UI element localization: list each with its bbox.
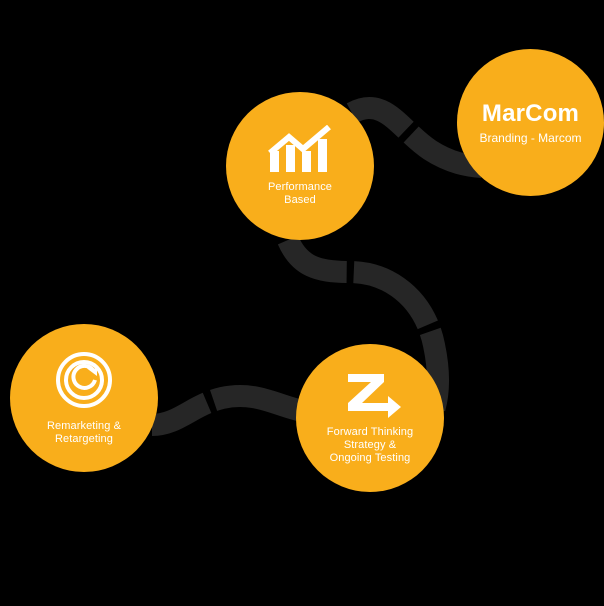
node-performance-based[interactable]: Performance Based bbox=[226, 92, 374, 240]
node-remarketing-retargeting[interactable]: Remarketing & Retargeting bbox=[10, 324, 158, 472]
connector-remarketing-to-forward bbox=[151, 385, 310, 436]
node-forward-thinking[interactable]: Forward Thinking Strategy & Ongoing Test… bbox=[296, 344, 444, 492]
connector-performance-to-marcom bbox=[346, 97, 483, 178]
z-arrow-icon bbox=[338, 372, 402, 418]
bar-chart-growth-icon bbox=[267, 124, 333, 173]
node-forward-thinking-label: Forward Thinking Strategy & Ongoing Test… bbox=[326, 425, 414, 464]
node-marcom[interactable]: MarCom Branding - Marcom bbox=[457, 49, 604, 196]
node-performance-based-label: Performance Based bbox=[267, 181, 333, 206]
node-marcom-title: MarCom bbox=[481, 99, 580, 127]
node-remarketing-retargeting-label: Remarketing & Retargeting bbox=[46, 420, 122, 445]
target-bullseye-refresh-icon bbox=[54, 350, 114, 410]
node-marcom-subtitle: Branding - Marcom bbox=[479, 130, 582, 145]
